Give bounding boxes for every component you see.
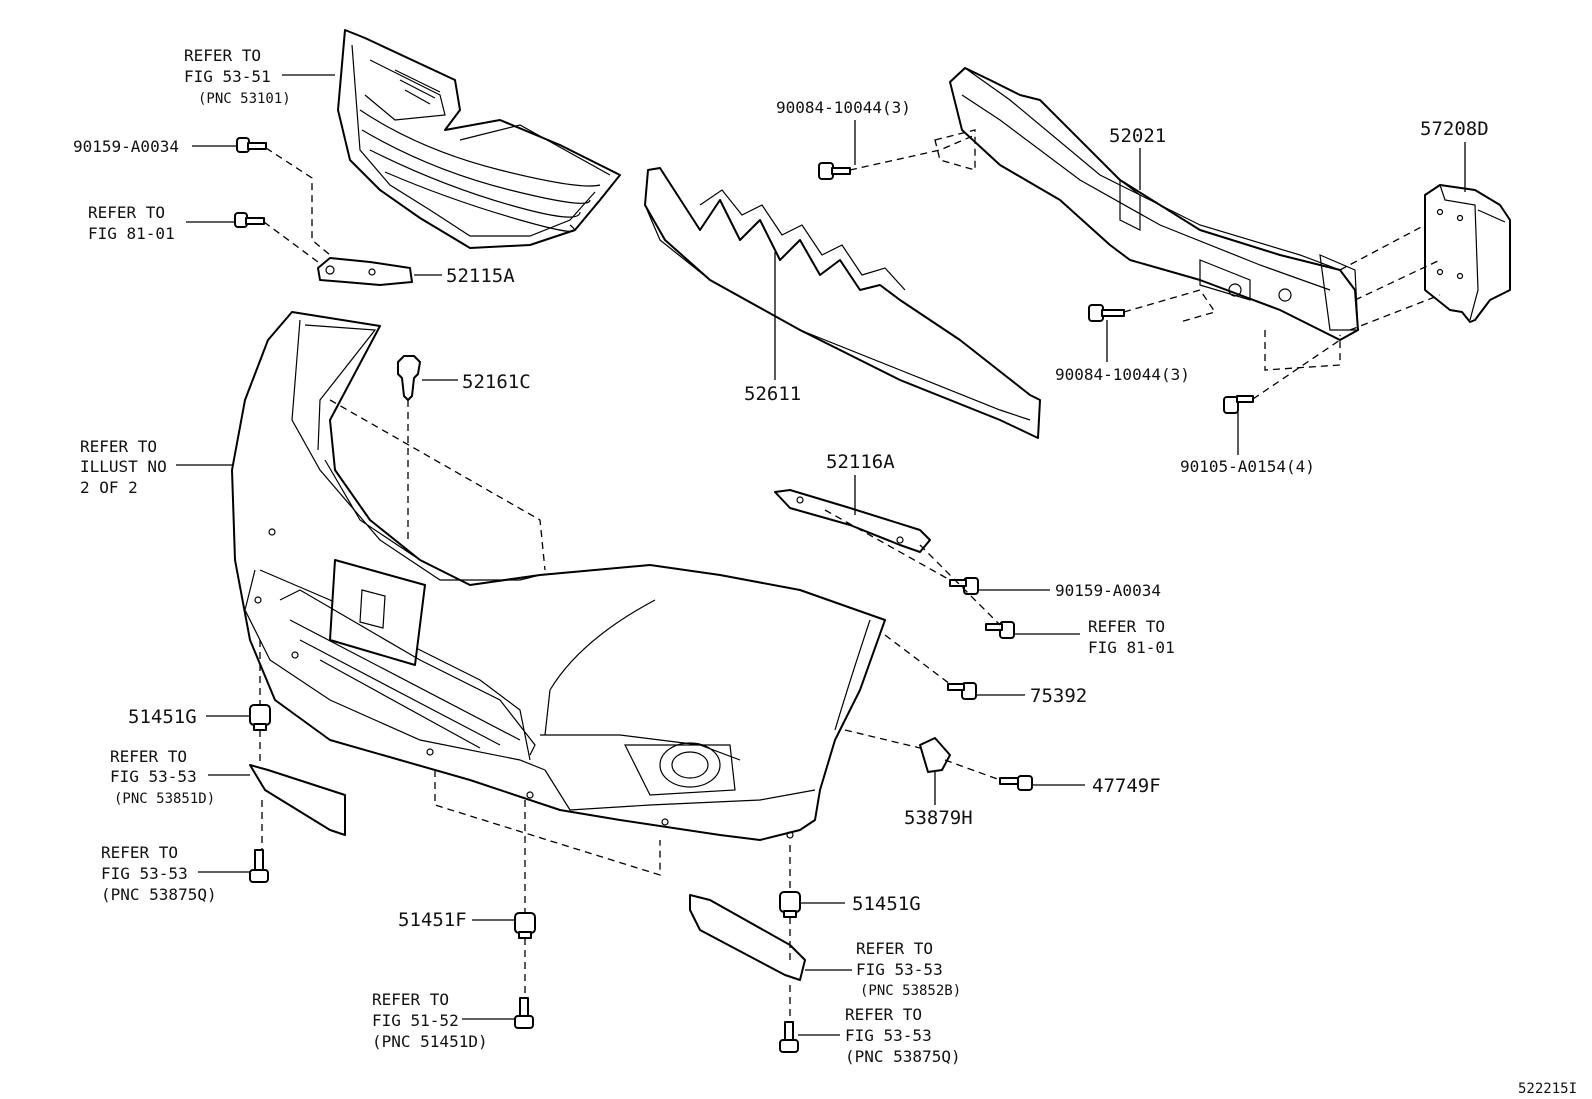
label-52611: 52611 (744, 383, 801, 405)
side-retainer-right (689, 894, 806, 981)
ref-fig-81-01-right-line2: FIG 81-01 (1088, 638, 1175, 657)
label-47749F: 47749F (1092, 775, 1161, 797)
label-52161C: 52161C (462, 371, 531, 393)
label-53879H: 53879H (904, 807, 973, 829)
ref-53875Q-left-line1: REFER TO (101, 843, 178, 862)
part-labels: REFER TO FIG 53-51 (PNC 53101) 90159-A00… (73, 46, 1577, 1097)
front-bumper-cover (231, 311, 886, 841)
side-retainer-left (249, 764, 346, 836)
ref-illust-line3: 2 OF 2 (80, 478, 138, 497)
ref-fig-81-01-right-line1: REFER TO (1088, 617, 1165, 636)
ref-53851D-line3: (PNC 53851D) (114, 791, 215, 807)
label-51451G-left: 51451G (128, 706, 197, 728)
label-90084-bottom: 90084-10044(3) (1055, 365, 1190, 384)
ref-53875Q-right-line3: (PNC 53875Q) (845, 1047, 961, 1066)
figure-code: 522215I (1518, 1081, 1577, 1097)
ref-fig-53-51-line3: (PNC 53101) (198, 91, 291, 107)
fastener-set (234, 137, 1254, 1053)
radiator-grille (337, 29, 621, 249)
ref-illust-line2: ILLUST NO (80, 457, 167, 476)
label-52115A: 52115A (446, 265, 515, 287)
label-57208D: 57208D (1420, 118, 1489, 140)
ref-fig-81-01-left-line2: FIG 81-01 (88, 224, 175, 243)
bumper-arm-bracket (1424, 184, 1511, 323)
clip-52161C (397, 355, 421, 401)
ref-53875Q-left-line2: FIG 53-53 (101, 864, 188, 883)
bumper-reinforcement (949, 67, 1359, 341)
ref-53875Q-right-line2: FIG 53-53 (845, 1026, 932, 1045)
ref-53852B-line1: REFER TO (856, 939, 933, 958)
ref-51451D-line2: FIG 51-52 (372, 1011, 459, 1030)
ref-53875Q-right-line1: REFER TO (845, 1005, 922, 1024)
label-bolt-top-left: 90159-A0034 (73, 137, 179, 156)
ref-53851D-line1: REFER TO (110, 747, 187, 766)
ref-53852B-line2: FIG 53-53 (856, 960, 943, 979)
label-75392: 75392 (1030, 685, 1087, 707)
label-51451G-right: 51451G (852, 893, 921, 915)
label-bolt-right: 90159-A0034 (1055, 581, 1161, 600)
ref-illust-line1: REFER TO (80, 437, 157, 456)
ref-51451D-line3: (PNC 51451D) (372, 1032, 488, 1051)
ref-fig-53-51-line1: REFER TO (184, 46, 261, 65)
leader-lines (176, 74, 1466, 1036)
ref-53851D-line2: FIG 53-53 (110, 767, 197, 786)
ref-51451D-line1: REFER TO (372, 990, 449, 1009)
label-90084-top: 90084-10044(3) (776, 98, 911, 117)
label-52116A: 52116A (826, 451, 895, 473)
retainer-53879H (919, 737, 951, 773)
bracket-52115A (317, 257, 413, 286)
label-52021: 52021 (1109, 125, 1166, 147)
ref-53852B-line3: (PNC 53852B) (860, 983, 961, 999)
ref-fig-53-51-line2: FIG 53-51 (184, 67, 271, 86)
bracket-52116A (774, 489, 931, 553)
energy-absorber (644, 167, 1041, 439)
label-51451F: 51451F (398, 909, 467, 931)
assembly-dashed-lines (259, 129, 1441, 1022)
ref-fig-81-01-left-line1: REFER TO (88, 203, 165, 222)
label-90105: 90105-A0154(4) (1180, 457, 1315, 476)
ref-53875Q-left-line3: (PNC 53875Q) (101, 885, 217, 904)
